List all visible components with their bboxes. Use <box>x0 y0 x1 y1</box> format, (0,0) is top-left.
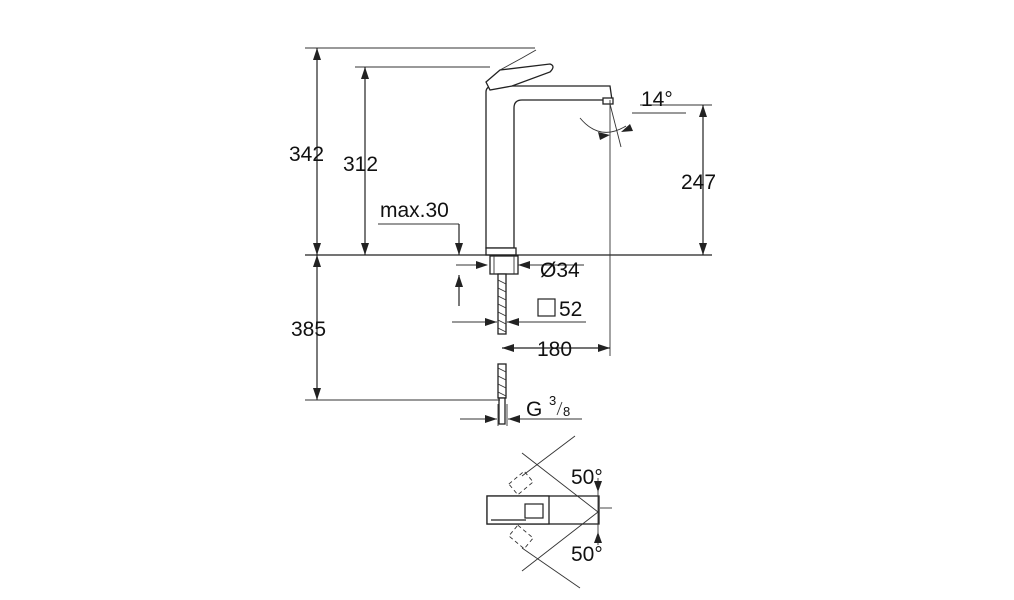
faucet-lever <box>485 63 554 91</box>
lever-top-edge <box>499 49 537 71</box>
base-collar <box>485 247 517 256</box>
aerator <box>602 97 614 105</box>
dim-342-label: 342 <box>289 143 324 166</box>
angle-leader-up <box>521 435 576 477</box>
dimension-312: 312 <box>343 66 490 255</box>
dim-247-label: 247 <box>681 171 716 194</box>
dimension-thread: G 3 8 <box>460 393 582 426</box>
faucet-body <box>485 85 613 249</box>
square-symbol-icon <box>537 298 556 317</box>
dimension-angle-14: 14° <box>579 88 686 148</box>
dimension-diameter-34: Ø34 <box>456 259 584 282</box>
faucet-top-view: 50° 50° <box>486 435 612 589</box>
dimension-342: 342 <box>289 47 535 255</box>
dim-thread-label: G <box>526 398 542 421</box>
swivel-angle-bottom-label: 50° <box>571 543 603 566</box>
dimension-square-52: 52 <box>452 298 586 326</box>
dim-thread-denominator: 8 <box>563 404 570 419</box>
flex-hose-upper-pattern <box>497 279 507 333</box>
dimension-385: 385 <box>291 255 500 401</box>
hose-connector <box>498 397 506 425</box>
dimension-max30: max.30 <box>378 199 463 306</box>
dim-square-label: 52 <box>559 298 582 321</box>
handle-rotated-up <box>508 470 534 496</box>
angle-leader-down <box>521 547 581 589</box>
dimension-180: 180 <box>502 100 611 361</box>
dim-angle-14-label: 14° <box>641 88 673 111</box>
swivel-line-down <box>521 511 599 572</box>
dim-max30-label: max.30 <box>380 199 449 222</box>
dim-diameter-label: Ø34 <box>540 259 580 282</box>
handle-rotated-down <box>508 524 534 550</box>
dim-312-label: 312 <box>343 153 378 176</box>
top-view-lever <box>486 495 550 525</box>
dim-385-label: 385 <box>291 318 326 341</box>
faucet-side-view <box>485 49 614 256</box>
swivel-line-up <box>521 452 599 513</box>
underdeck-fittings <box>489 255 519 425</box>
dim-thread-numerator: 3 <box>549 393 556 408</box>
dimension-247: 247 <box>640 104 716 255</box>
swivel-angle-top-label: 50° <box>571 466 603 489</box>
flex-hose-lower-pattern <box>497 367 507 397</box>
top-view-lever-inner <box>524 503 544 519</box>
dim-180-label: 180 <box>537 338 572 361</box>
